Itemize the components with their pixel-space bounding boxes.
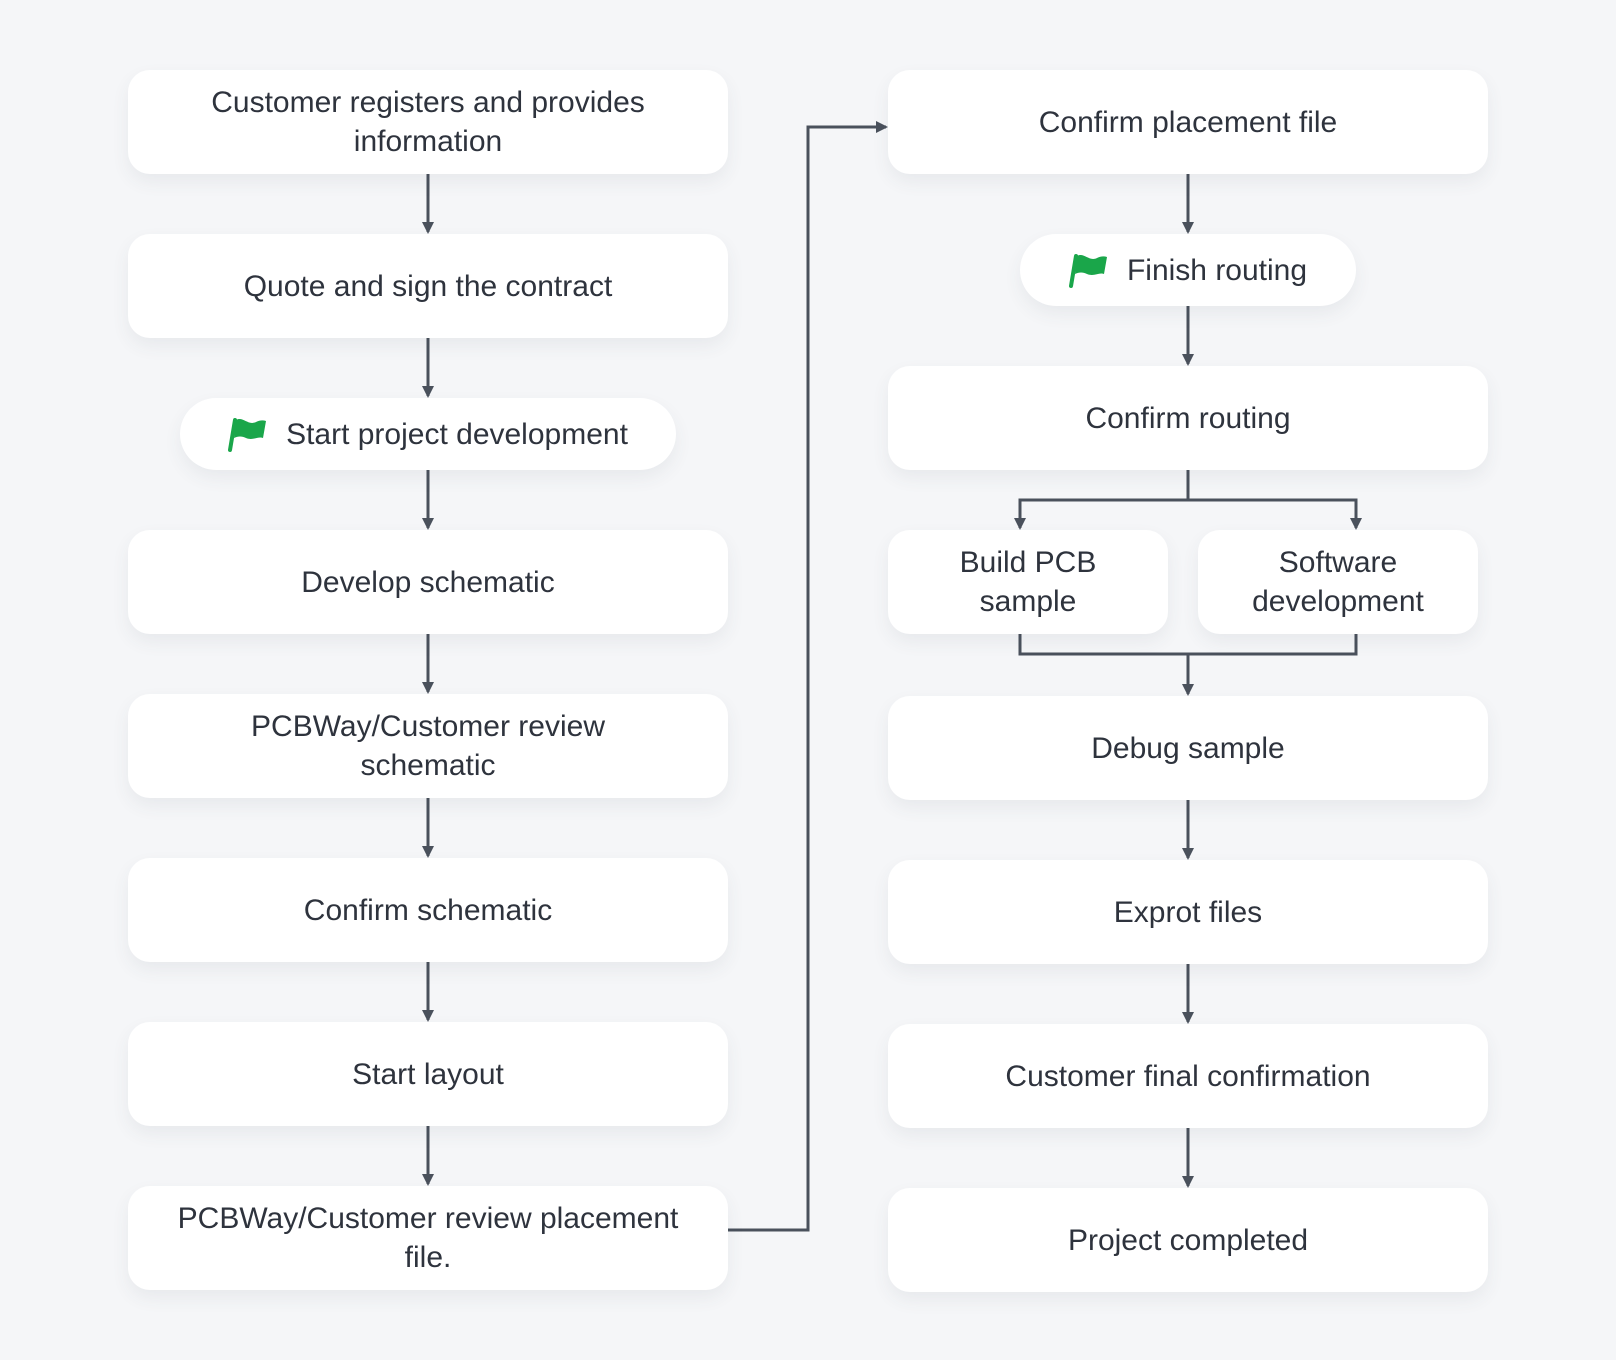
step-confirm-placement: Confirm placement file	[888, 70, 1488, 174]
milestone-start-development: Start project development	[180, 398, 676, 470]
step-label: Confirm placement file	[1038, 105, 1338, 139]
step-project-completed: Project completed	[888, 1188, 1488, 1292]
split-connector-right	[1188, 498, 1362, 530]
step-label: Debug sample	[1091, 731, 1285, 765]
step-review-placement: PCBWay/Customer review placement file.	[128, 1186, 728, 1290]
step-label: Confirm routing	[1085, 401, 1291, 435]
step-label: Customer registers and provides informat…	[211, 86, 645, 158]
step-label: Confirm schematic	[303, 893, 553, 927]
step-quote-contract: Quote and sign the contract	[128, 234, 728, 338]
flag-icon	[228, 416, 268, 452]
step-label: Customer final confirmation	[1005, 1059, 1371, 1093]
step-label: Quote and sign the contract	[243, 269, 613, 303]
step-label: Develop schematic	[301, 565, 555, 599]
milestone-finish-routing: Finish routing	[1020, 234, 1356, 306]
split-connector	[1014, 470, 1190, 530]
step-start-layout: Start layout	[128, 1022, 728, 1126]
arrow-placement-review-to-confirm-placement	[728, 121, 888, 1232]
step-customer-final-confirmation: Customer final confirmation	[888, 1024, 1488, 1128]
step-confirm-routing: Confirm routing	[888, 366, 1488, 470]
step-export-files: Exprot files	[888, 860, 1488, 964]
step-label: Software development	[1252, 546, 1424, 618]
step-confirm-schematic: Confirm schematic	[128, 858, 728, 962]
milestone-label: Start project development	[286, 417, 628, 451]
step-debug-sample: Debug sample	[888, 696, 1488, 800]
merge-connector	[1018, 634, 1358, 656]
step-label: Project completed	[1067, 1223, 1309, 1257]
step-build-pcb-sample: Build PCB sample	[888, 530, 1168, 634]
step-customer-registers: Customer registers and provides informat…	[128, 70, 728, 174]
step-label: PCBWay/Customer review schematic	[251, 710, 605, 782]
step-software-development: Software development	[1198, 530, 1478, 634]
step-label: Exprot files	[1113, 895, 1263, 929]
step-label: Start layout	[352, 1057, 504, 1091]
flag-icon	[1068, 252, 1109, 288]
step-label: PCBWay/Customer review placement file.	[177, 1202, 679, 1274]
step-label: Build PCB sample	[959, 546, 1097, 618]
milestone-label: Finish routing	[1126, 253, 1308, 287]
step-review-schematic: PCBWay/Customer review schematic	[128, 694, 728, 798]
step-develop-schematic: Develop schematic	[128, 530, 728, 634]
